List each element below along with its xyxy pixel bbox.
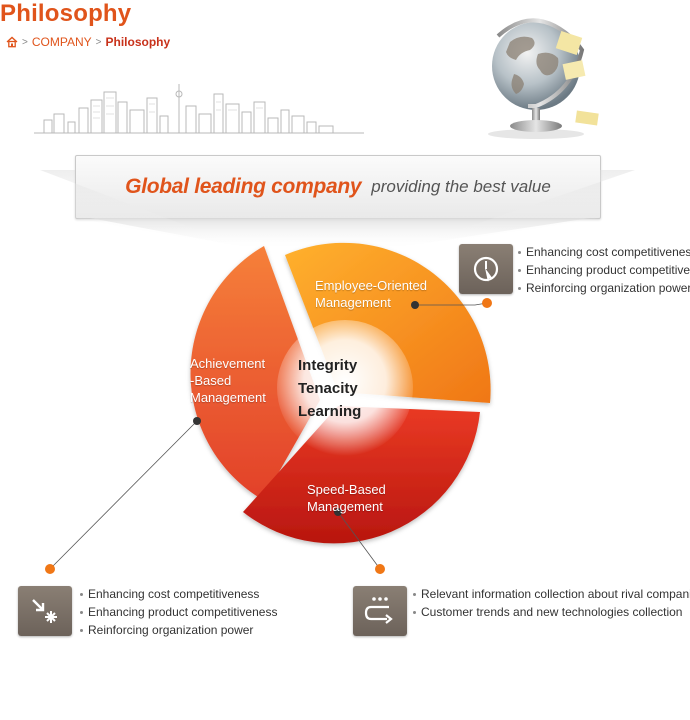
connector-achievement [49, 420, 198, 570]
list-item: Relevant information collection about ri… [413, 585, 690, 603]
connector-dot [334, 508, 342, 516]
callout-speed-list: Relevant information collection about ri… [413, 585, 690, 621]
loop-arrow-icon [364, 597, 393, 624]
core-circle [277, 320, 413, 456]
arrow-burst-icon [32, 599, 57, 623]
connector-end-dot [482, 298, 492, 308]
breadcrumb-separator: > [22, 36, 28, 48]
connector-end-dot [375, 564, 385, 574]
connector-speed [337, 511, 381, 570]
breadcrumb-current: Philosophy [105, 35, 171, 49]
list-item: Reinforcing organization power [518, 279, 690, 297]
list-item: Reinforcing organization power [80, 621, 277, 639]
list-item: Enhancing product competitiveness [518, 261, 690, 279]
core-value: Tenacity [298, 380, 358, 397]
label-speed: Speed-Based Management [307, 482, 386, 514]
connector-dot [411, 301, 419, 309]
slogan-sub: providing the best value [371, 177, 551, 196]
breadcrumb-company[interactable]: COMPANY [31, 35, 92, 49]
callout-employee-icon-box [459, 244, 513, 294]
callout-achievement-list: Enhancing cost competitiveness Enhancing… [80, 585, 277, 639]
clock-cursor-icon [473, 256, 499, 282]
segment-speed [243, 406, 480, 544]
list-item: Enhancing cost competitiveness [518, 243, 690, 261]
core-value: Learning [298, 403, 362, 420]
slogan-main: Global leading company [125, 175, 362, 198]
label-employee: Employee-Oriented Management [315, 278, 427, 310]
home-icon[interactable] [6, 36, 18, 48]
core-value: Integrity [298, 357, 358, 374]
light-beam [40, 170, 250, 250]
list-item: Enhancing cost competitiveness [80, 585, 277, 603]
list-item: Customer trends and new technologies col… [413, 603, 690, 621]
callout-employee-list: Enhancing cost competitiveness Enhancing… [518, 243, 690, 297]
slogan-banner: Global leading company providing the bes… [75, 155, 601, 219]
label-achievement: Achievement -Based Management [190, 356, 266, 405]
light-beam [400, 170, 635, 250]
page-title: Philosophy [0, 0, 132, 27]
callout-speed-icon-box [353, 586, 407, 636]
connector-end-dot [45, 564, 55, 574]
segment-achievement [190, 246, 320, 500]
list-item: Enhancing product competitiveness [80, 603, 277, 621]
city-skyline-illustration [34, 84, 364, 134]
callout-achievement-icon-box [18, 586, 72, 636]
connector-dot [193, 417, 201, 425]
breadcrumb: > COMPANY > Philosophy [6, 35, 170, 49]
core-values: Integrity Tenacity Learning [298, 354, 378, 423]
breadcrumb-separator: > [95, 36, 102, 48]
light-beam [90, 218, 590, 250]
globe-illustration [488, 18, 599, 139]
